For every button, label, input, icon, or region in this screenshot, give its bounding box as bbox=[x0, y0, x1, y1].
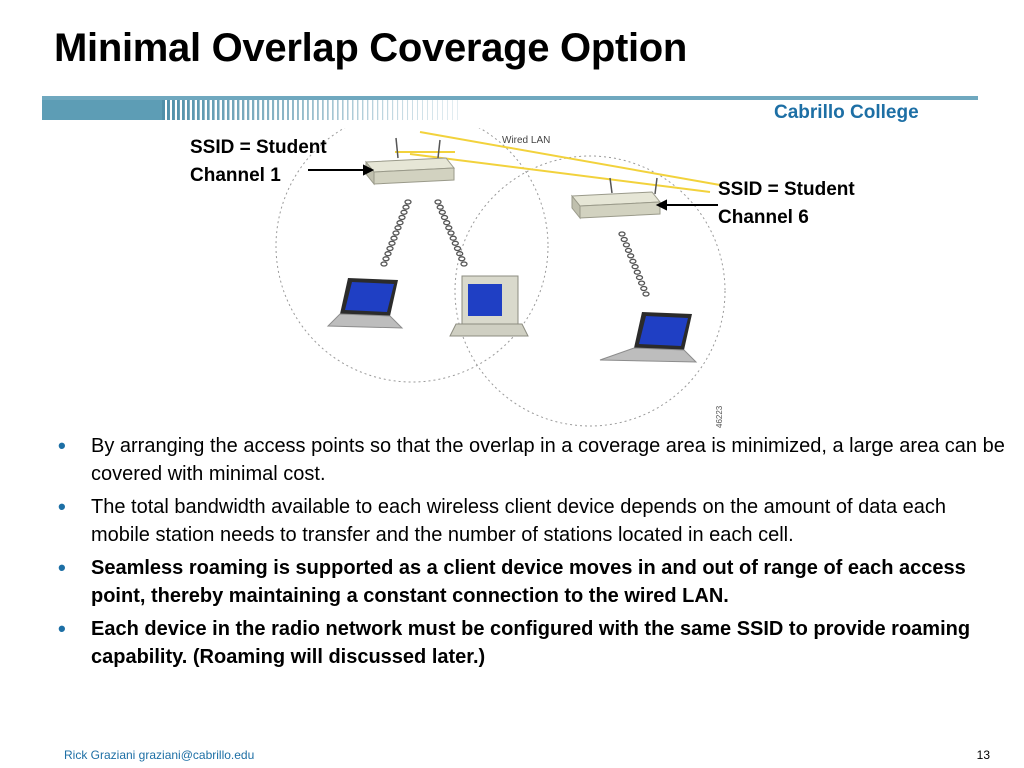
bullet-text: Each device in the radio network must be… bbox=[91, 618, 971, 668]
bullet-marker: • bbox=[58, 433, 66, 458]
bullet-list: • By arranging the access points so that… bbox=[58, 432, 1008, 676]
wireless-coverage-diagram: Wired LAN 46223 bbox=[275, 128, 726, 428]
brand-logo-text: Cabrillo College bbox=[774, 102, 919, 123]
slide-title: Minimal Overlap Coverage Option bbox=[54, 26, 688, 70]
figure-id: 46223 bbox=[715, 405, 724, 428]
bullet-marker: • bbox=[58, 555, 66, 580]
bullet-text: The total bandwidth available to each wi… bbox=[91, 496, 946, 546]
desktop-computer-icon bbox=[449, 275, 529, 337]
bullet-item: • Each device in the radio network must … bbox=[58, 615, 1008, 671]
laptop-1-icon bbox=[326, 278, 404, 329]
coverage-cell-2 bbox=[454, 155, 726, 427]
ap1-channel: Channel 1 bbox=[190, 165, 281, 186]
access-point-1-icon bbox=[364, 137, 456, 186]
ap1-ssid: SSID = Student bbox=[190, 137, 327, 158]
wired-lan-label: Wired LAN bbox=[502, 135, 550, 146]
label-pointer-arrows bbox=[308, 164, 718, 211]
header-band bbox=[42, 96, 978, 120]
ap2-channel: Channel 6 bbox=[718, 207, 809, 228]
page-number: 13 bbox=[976, 748, 990, 762]
access-point-1-label: SSID = Student Channel 1 bbox=[190, 134, 327, 190]
bullet-text: By arranging the access points so that t… bbox=[91, 435, 1005, 485]
footer-author: Rick Graziani graziani@cabrillo.edu bbox=[64, 748, 255, 762]
access-point-2-label: SSID = Student Channel 6 bbox=[718, 176, 855, 232]
coverage-cell-1 bbox=[275, 128, 549, 383]
laptop-2-icon bbox=[599, 312, 698, 363]
bullet-marker: • bbox=[58, 616, 66, 641]
bullet-item: • The total bandwidth available to each … bbox=[58, 493, 1008, 549]
access-point-2-icon bbox=[570, 177, 662, 220]
bullet-text: Seamless roaming is supported as a clien… bbox=[91, 557, 966, 607]
bullet-marker: • bbox=[58, 494, 66, 519]
ap2-ssid: SSID = Student bbox=[718, 179, 855, 200]
radio-waves bbox=[380, 199, 650, 297]
wired-lan-lines bbox=[395, 131, 721, 193]
bullet-item: • By arranging the access points so that… bbox=[58, 432, 1008, 488]
bullet-item: • Seamless roaming is supported as a cli… bbox=[58, 554, 1008, 610]
